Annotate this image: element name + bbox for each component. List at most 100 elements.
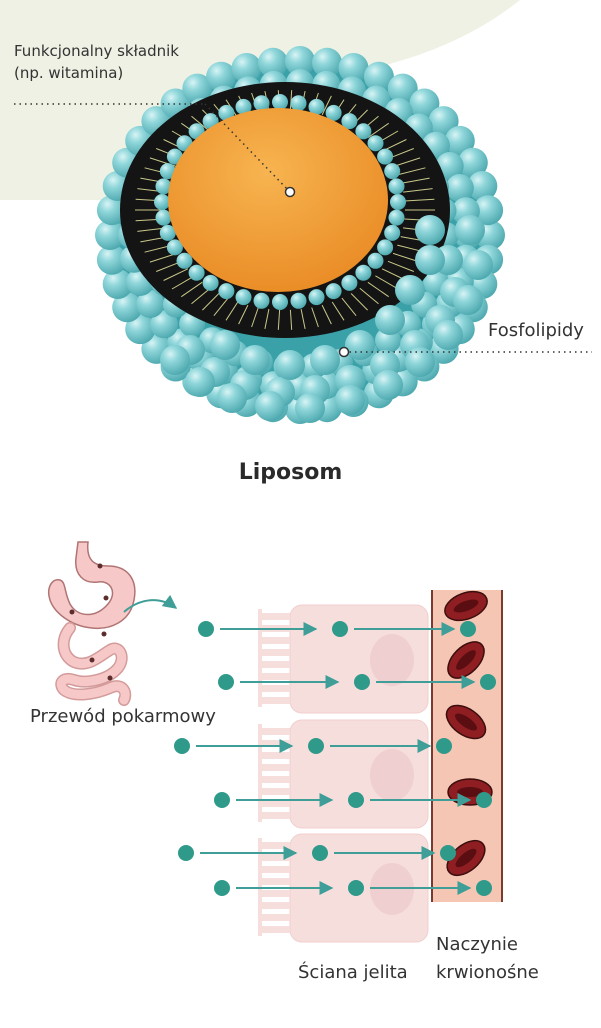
nutrient-particle xyxy=(174,738,190,754)
lipid-tail xyxy=(289,309,293,330)
inner-phospholipid-head xyxy=(325,283,342,300)
phospholipid-head xyxy=(373,370,403,400)
nutrient-particle xyxy=(214,880,230,896)
lipid-tail xyxy=(403,188,433,193)
phospholipid-head xyxy=(455,215,485,245)
phospholipid-head xyxy=(160,345,190,375)
diagram-title: Liposom xyxy=(238,460,343,485)
lipid-tail xyxy=(181,281,203,298)
absorption-flow-row xyxy=(214,792,492,808)
nutrient-particle xyxy=(218,674,234,690)
lipid-tail xyxy=(404,198,435,202)
phospholipid-head xyxy=(125,314,156,345)
lipid-tail xyxy=(289,90,293,111)
inner-phospholipid-head xyxy=(341,113,358,130)
inner-phospholipid-head xyxy=(235,98,252,115)
phospholipid-head xyxy=(112,292,143,323)
phospholipid-head xyxy=(409,88,440,119)
lipid-tail xyxy=(202,293,220,311)
phospholipid-head xyxy=(387,73,418,104)
inner-phospholipid-head xyxy=(377,239,394,256)
inner-phospholipid-head xyxy=(159,163,176,180)
inner-phospholipid-head xyxy=(388,209,405,226)
phospholipid-head xyxy=(240,345,270,375)
inner-phospholipid-head xyxy=(290,292,307,309)
label-blood-vessel-line1: Naczynie xyxy=(436,934,518,955)
phospholipid-head xyxy=(444,125,475,156)
inner-phospholipid-head xyxy=(253,95,270,112)
lipid-tail xyxy=(387,260,414,272)
phospholipid-head xyxy=(445,174,474,202)
phospholipid-head xyxy=(457,147,488,178)
lipid-tail xyxy=(400,177,430,184)
label-functional-component-line1: Funkcjonalny składnik xyxy=(14,42,179,60)
nutrient-particle xyxy=(460,621,476,637)
lipid-tail xyxy=(264,309,270,329)
inner-phospholipid-head xyxy=(176,252,193,269)
lipid-tail xyxy=(225,301,239,321)
phospholipid-head xyxy=(453,285,483,315)
nutrient-particle xyxy=(476,792,492,808)
liposome-illustration xyxy=(95,46,505,424)
lipid-tail xyxy=(251,307,259,328)
nutrient-particle xyxy=(214,792,230,808)
inner-phospholipid-head xyxy=(272,94,288,110)
lipid-tail xyxy=(341,297,357,317)
phospholipid-head xyxy=(463,250,493,280)
phospholipid-head xyxy=(415,215,445,245)
inner-phospholipid-head xyxy=(367,135,384,152)
inner-phospholipid-head xyxy=(341,274,358,291)
lipid-tail xyxy=(375,275,399,290)
red-blood-cell xyxy=(445,704,487,740)
phospholipid-head xyxy=(338,53,369,83)
lipid-tail xyxy=(331,301,345,321)
lipid-tail xyxy=(321,304,332,325)
inner-phospholipid-head xyxy=(355,264,372,281)
lipid-tail xyxy=(367,281,389,298)
leader-line-component-diag xyxy=(204,103,291,193)
lipid-tail xyxy=(238,304,249,325)
absorption-flow-row xyxy=(174,738,452,754)
lipid-tail xyxy=(321,95,332,116)
lipid-tail xyxy=(163,268,189,281)
phospholipid-head xyxy=(433,320,463,350)
functional-component-core xyxy=(168,108,388,292)
component-pointer-dot xyxy=(284,186,296,198)
curved-arrow xyxy=(123,594,178,613)
nutrient-particle xyxy=(198,621,214,637)
phospholipid-pointer-dot xyxy=(338,346,350,358)
lipid-tail xyxy=(359,287,379,305)
phospholipid-head xyxy=(285,46,315,76)
phospholipid-head xyxy=(473,195,504,226)
inner-phospholipid-head xyxy=(390,194,406,210)
lipid-tail xyxy=(367,122,389,139)
phospholipid-head xyxy=(467,171,498,201)
phospholipid-head xyxy=(150,310,179,339)
label-intestinal-wall: Ściana jelita xyxy=(298,962,408,983)
phospholipid-head xyxy=(185,367,215,397)
inner-phospholipid-head xyxy=(235,289,252,306)
nutrient-particle xyxy=(308,738,324,754)
inner-phospholipid-head xyxy=(384,163,401,180)
intestinal-wall-cells xyxy=(258,604,429,943)
absorption-flow-row xyxy=(218,674,496,690)
inner-phospholipid-head xyxy=(202,274,219,291)
inner-phospholipid-head xyxy=(155,209,172,226)
phospholipid-head xyxy=(295,393,325,423)
phospholipid-head xyxy=(95,220,125,250)
nutrient-particle xyxy=(312,845,328,861)
phospholipid-head xyxy=(415,245,445,275)
front-phospholipid-layer xyxy=(160,215,493,423)
lipid-tail xyxy=(350,293,368,311)
inner-phospholipid-head xyxy=(388,178,405,195)
nutrient-particle xyxy=(348,792,364,808)
phospholipid-head xyxy=(96,195,127,226)
label-blood-vessel-line2: krwionośne xyxy=(436,962,539,983)
phospholipid-head xyxy=(255,391,285,421)
phospholipid-head xyxy=(258,47,288,78)
inner-phospholipid-head xyxy=(367,252,384,269)
phospholipid-head xyxy=(395,275,425,305)
lipid-tail xyxy=(300,309,306,329)
